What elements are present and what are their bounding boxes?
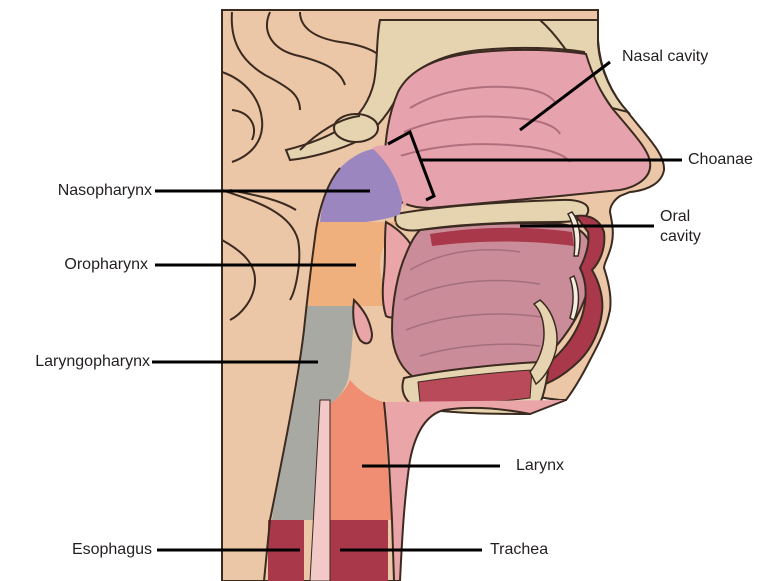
label-trachea: Trachea xyxy=(490,541,548,559)
label-nasopharynx: Nasopharynx xyxy=(40,182,152,200)
nasal-cavity-region xyxy=(385,50,650,208)
label-nasal-cavity: Nasal cavity xyxy=(622,48,708,66)
label-laryngopharynx: Laryngopharynx xyxy=(4,353,150,371)
label-choanae: Choanae xyxy=(688,151,753,169)
label-larynx: Larynx xyxy=(516,457,564,475)
label-oral-cavity-line1: Oral xyxy=(660,208,690,226)
label-oral-cavity-line2: cavity xyxy=(660,228,701,246)
label-esophagus: Esophagus xyxy=(40,541,152,559)
label-oropharynx: Oropharynx xyxy=(30,256,148,274)
